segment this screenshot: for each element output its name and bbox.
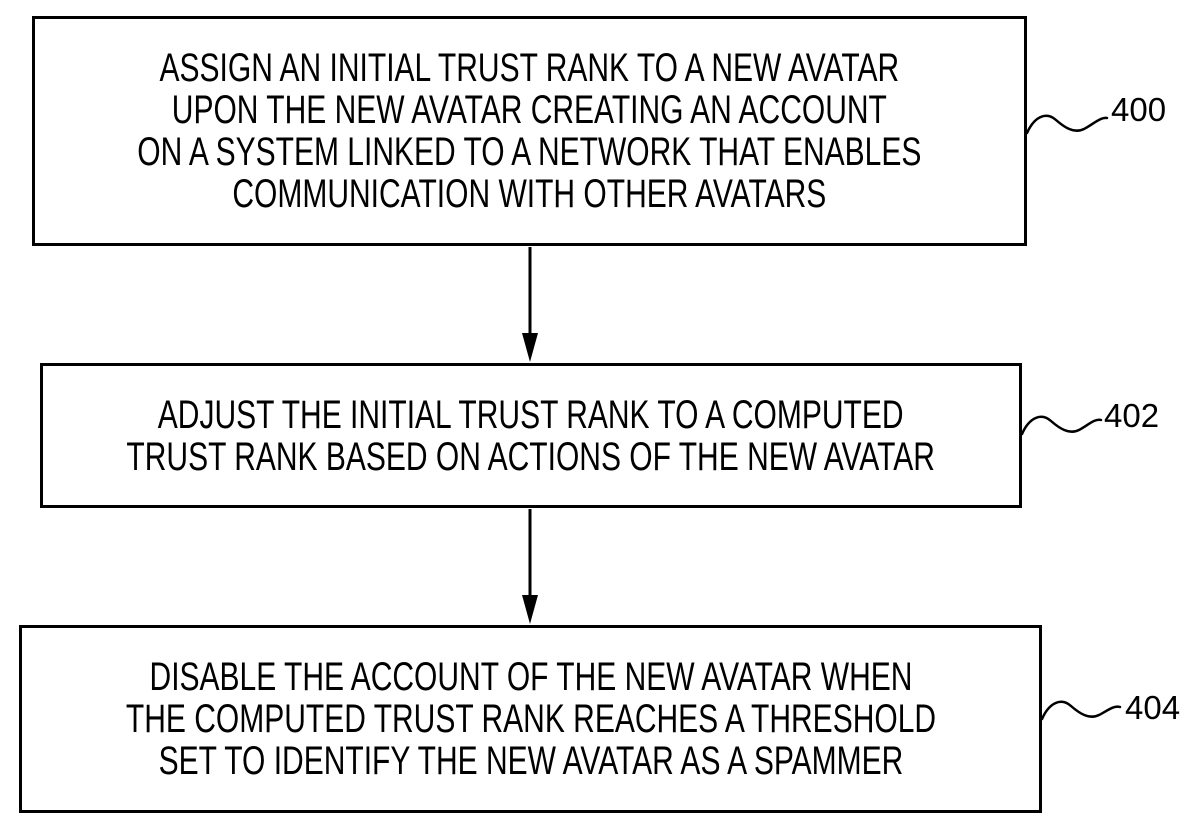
ref-connector-400 — [1025, 114, 1109, 135]
ref-number-404: 404 — [1125, 689, 1181, 726]
ref-number-402: 402 — [1104, 397, 1160, 434]
ref-connector-402 — [1020, 415, 1103, 436]
ref-number-400: 400 — [1111, 91, 1167, 128]
flow-step-box-404: DISABLE THE ACCOUNT OF THE NEW AVATAR WH… — [19, 625, 1042, 813]
arrowhead-icon — [522, 333, 538, 362]
flow-step-text-402: ADJUST THE INITIAL TRUST RANK TO A COMPU… — [126, 392, 936, 479]
arrow-down-2 — [522, 509, 538, 624]
flow-step-box-402: ADJUST THE INITIAL TRUST RANK TO A COMPU… — [40, 363, 1022, 508]
flow-step-text-404: DISABLE THE ACCOUNT OF THE NEW AVATAR WH… — [125, 655, 936, 783]
flow-step-box-400: ASSIGN AN INITIAL TRUST RANK TO A NEW AV… — [32, 16, 1027, 246]
arrowhead-icon — [522, 595, 538, 624]
ref-connector-404 — [1040, 700, 1122, 721]
flow-step-text-400: ASSIGN AN INITIAL TRUST RANK TO A NEW AV… — [137, 46, 922, 216]
arrow-down-1 — [522, 247, 538, 362]
